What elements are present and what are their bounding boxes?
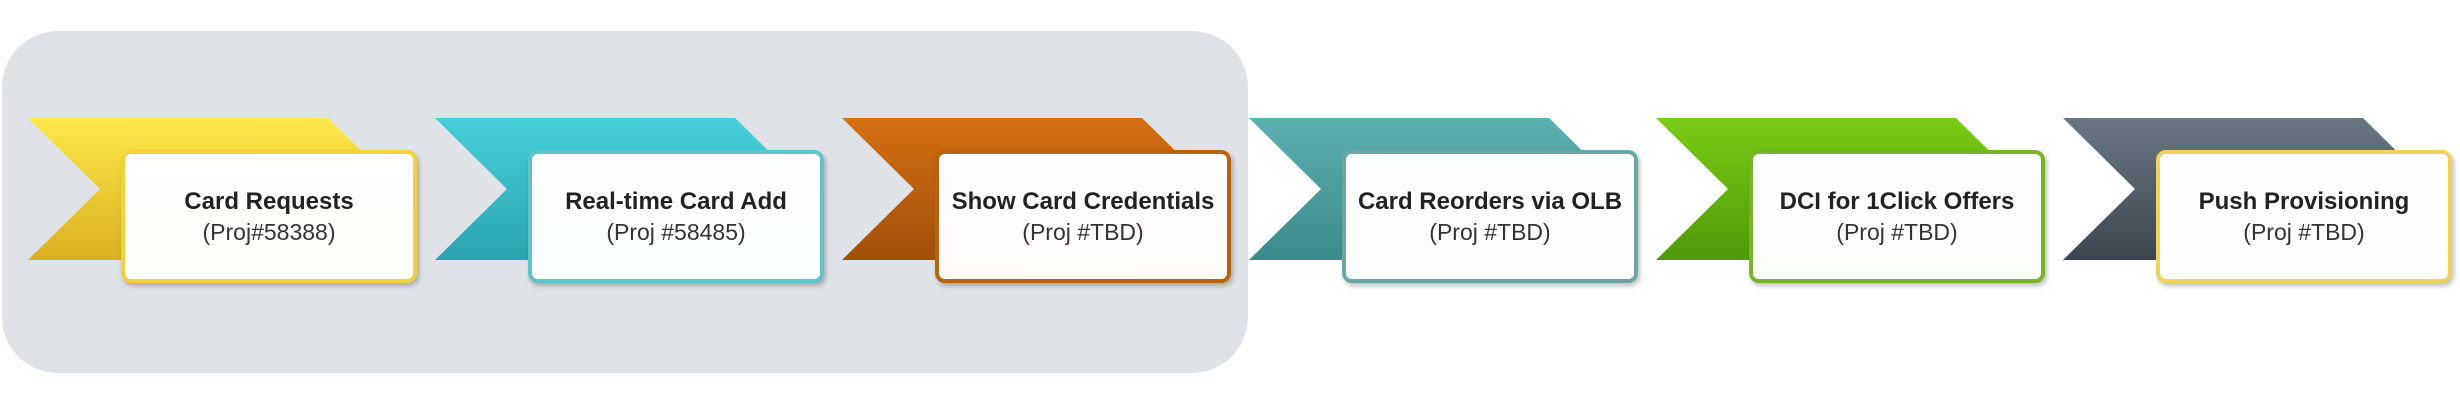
step-title: Real-time Card Add bbox=[565, 187, 787, 215]
process-step-dci-for-1click-offers: DCI for 1Click Offers (Proj #TBD) bbox=[1656, 118, 2045, 293]
process-step-real-time-card-add: Real-time Card Add (Proj #58485) bbox=[435, 118, 824, 293]
step-title: Card Requests bbox=[184, 187, 354, 215]
step-project-id: (Proj#58388) bbox=[202, 218, 336, 245]
step-title: Card Reorders via OLB bbox=[1357, 187, 1623, 215]
step-project-id: (Proj #TBD) bbox=[1022, 218, 1144, 245]
step-card: Card Reorders via OLB (Proj #TBD) bbox=[1342, 150, 1638, 283]
step-title: Show Card Credentials bbox=[951, 187, 1215, 215]
step-project-id: (Proj #58485) bbox=[606, 218, 746, 245]
process-step-card-requests: Card Requests (Proj#58388) bbox=[28, 118, 417, 293]
step-card: Real-time Card Add (Proj #58485) bbox=[528, 150, 824, 283]
step-project-id: (Proj #TBD) bbox=[2243, 218, 2365, 245]
process-step-show-card-credentials: Show Card Credentials (Proj #TBD) bbox=[842, 118, 1231, 293]
step-card: Push Provisioning (Proj #TBD) bbox=[2156, 150, 2452, 283]
step-title: Push Provisioning bbox=[2198, 187, 2410, 215]
step-card: DCI for 1Click Offers (Proj #TBD) bbox=[1749, 150, 2045, 283]
step-project-id: (Proj #TBD) bbox=[1429, 218, 1551, 245]
step-card: Card Requests (Proj#58388) bbox=[121, 150, 417, 283]
step-card: Show Card Credentials (Proj #TBD) bbox=[935, 150, 1231, 283]
step-title: DCI for 1Click Offers bbox=[1779, 187, 2015, 215]
process-step-card-reorders-via-olb: Card Reorders via OLB (Proj #TBD) bbox=[1249, 118, 1638, 293]
process-step-push-provisioning: Push Provisioning (Proj #TBD) bbox=[2063, 118, 2452, 293]
step-project-id: (Proj #TBD) bbox=[1836, 218, 1958, 245]
